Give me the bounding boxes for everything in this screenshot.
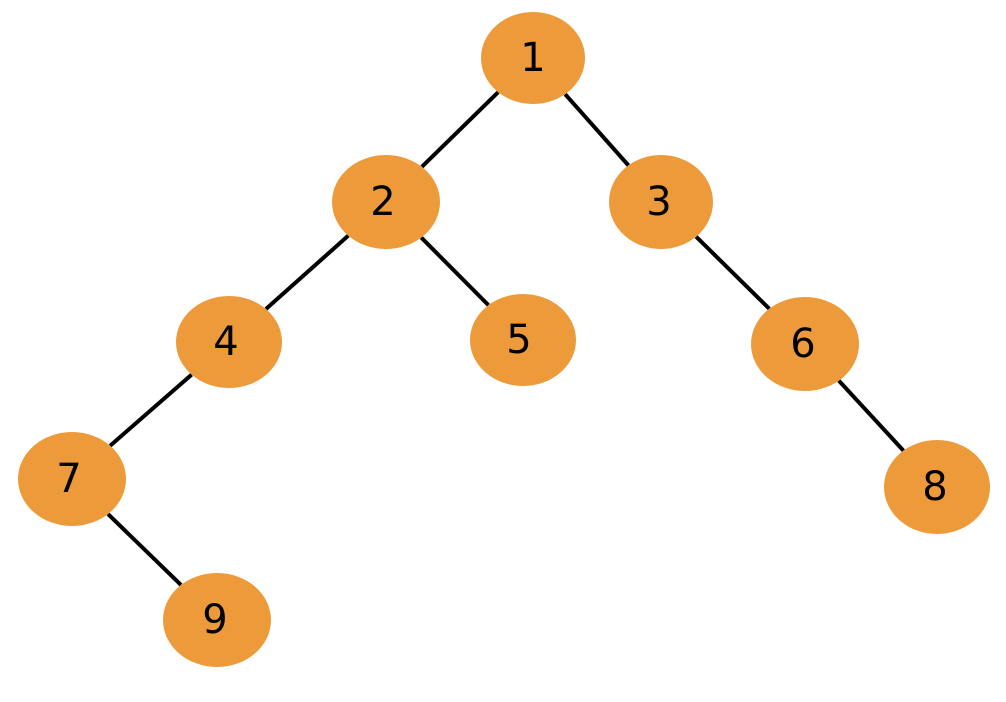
tree-edge-1-3 [563, 92, 630, 167]
node-label-6: 6 [790, 321, 815, 367]
node-shape-8 [884, 440, 990, 534]
tree-node-4[interactable]: 4 [176, 296, 282, 388]
tree-node-9[interactable]: 9 [163, 573, 271, 667]
nodes-layer: 1 2 3 4 5 6 7 8 9 [18, 12, 990, 667]
tree-node-5[interactable]: 5 [470, 294, 576, 386]
tree-edge-2-5 [419, 236, 490, 307]
tree-edge-1-2 [420, 90, 500, 169]
node-shape-7 [18, 432, 126, 526]
node-label-4: 4 [213, 319, 238, 365]
node-shape-4 [176, 296, 282, 388]
node-label-8: 8 [922, 464, 947, 510]
tree-edge-4-7 [108, 373, 193, 448]
tree-node-3[interactable]: 3 [609, 155, 713, 249]
node-label-9: 9 [202, 597, 227, 643]
tree-node-7[interactable]: 7 [18, 432, 126, 526]
tree-node-2[interactable]: 2 [332, 155, 440, 249]
node-shape-6 [751, 297, 859, 391]
node-label-3: 3 [646, 179, 671, 225]
node-shape-1 [481, 12, 585, 104]
tree-node-1[interactable]: 1 [481, 12, 585, 104]
node-shape-3 [609, 155, 713, 249]
node-label-1: 1 [520, 35, 545, 81]
node-label-7: 7 [56, 456, 81, 502]
node-shape-5 [470, 294, 576, 386]
tree-edge-2-4 [264, 234, 350, 311]
tree-edge-7-9 [106, 512, 183, 587]
tree-node-8[interactable]: 8 [884, 440, 990, 534]
node-shape-2 [332, 155, 440, 249]
node-shape-9 [163, 573, 271, 667]
edges-layer [106, 90, 905, 587]
node-label-2: 2 [370, 179, 395, 225]
tree-node-6[interactable]: 6 [751, 297, 859, 391]
tree-edge-3-6 [694, 235, 771, 311]
tree-edge-6-8 [837, 379, 905, 452]
node-label-5: 5 [506, 317, 531, 363]
